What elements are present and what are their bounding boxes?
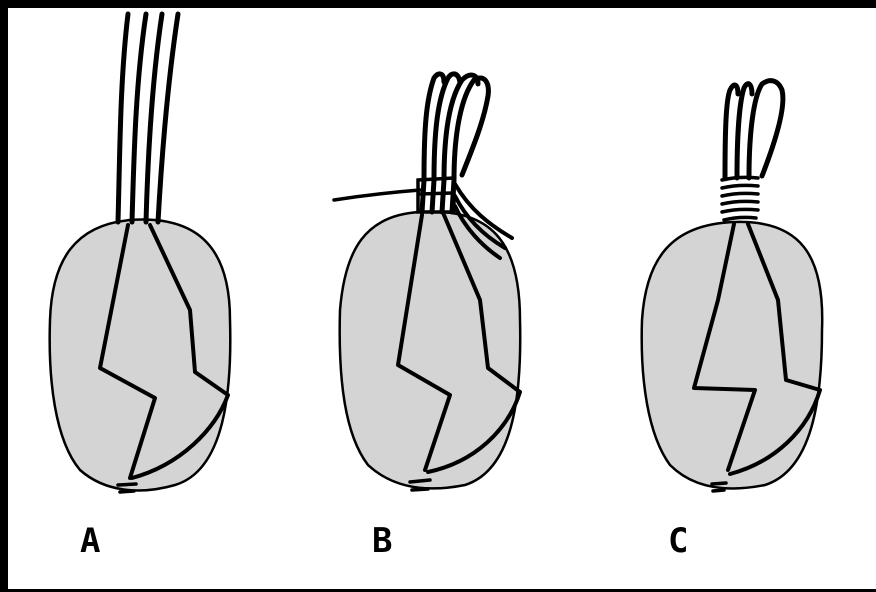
stone-c xyxy=(642,222,823,489)
label-b: B xyxy=(372,524,392,558)
binding-c xyxy=(722,177,758,220)
cords-a xyxy=(118,14,178,222)
label-c: C xyxy=(668,524,688,558)
cords-c xyxy=(725,81,783,178)
figure-c xyxy=(642,81,823,491)
figure-a xyxy=(50,14,231,492)
figure-b xyxy=(334,74,520,490)
label-a: A xyxy=(80,524,100,558)
